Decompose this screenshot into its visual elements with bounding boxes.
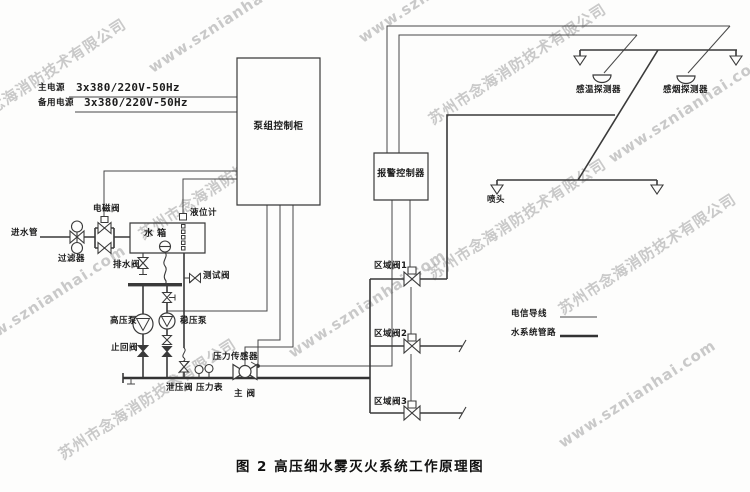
lower-nozzle-branch [497, 180, 657, 185]
main-header-pipe [123, 336, 598, 378]
backup-power-label: 备用电源 [38, 98, 75, 108]
upper-nozzle-branch [580, 50, 737, 56]
sensor-signal [258, 200, 392, 366]
nozzle-feed-riser [447, 115, 615, 279]
water-tank-label: 水 箱 [144, 229, 167, 239]
filter-icon [70, 221, 84, 254]
solenoid-valve-icon [98, 217, 111, 234]
pump-control-cabinet-label: 泵组控制柜 [253, 121, 304, 132]
filter-label: 过滤器 [58, 254, 86, 264]
suction-header [128, 283, 182, 287]
zone-valve-1-icon [404, 267, 420, 286]
cabinet-sensor-line [258, 205, 280, 366]
nozzle-label: 喷头 [487, 195, 506, 205]
level-gauge-signal [183, 179, 237, 213]
zone-valve-2-label: 区域阀2 [374, 329, 408, 339]
drain-tick [127, 378, 135, 384]
check-valve-icons [138, 346, 172, 357]
level-gauge-label: 液位计 [190, 208, 218, 218]
pressure-gauge-label: 压力表 [196, 383, 224, 393]
main-valve-label: 主 阀 [234, 389, 256, 399]
high-pressure-pump-icon [133, 314, 153, 334]
legend-water-label: 水系统管路 [511, 328, 557, 338]
zone-valve-2-icon [404, 334, 466, 353]
main-valve-icon [233, 365, 257, 380]
main-power-value: 3x380/220V-50Hz [76, 81, 180, 94]
water-pipes [40, 50, 737, 413]
test-valve-icon [184, 273, 201, 283]
relief-valve-icon [179, 348, 190, 373]
smoke-detector-label: 感烟探测器 [663, 85, 709, 95]
solenoid-signal [104, 171, 237, 216]
float-switch-icon [160, 241, 171, 283]
stab-pump-label: 稳压泵 [180, 316, 208, 326]
zone-valve-1-label: 区域阀1 [374, 261, 408, 271]
legend-signal-label: 电信导线 [511, 309, 548, 319]
pump-control-cabinet-box [237, 58, 320, 205]
hp-pump-label: 高压泵 [110, 316, 138, 326]
signal-lines [69, 26, 730, 401]
inlet-pipe-label: 进水管 [11, 228, 39, 238]
check-valve-label: 止回阀 [111, 343, 139, 353]
water-tank-box [130, 223, 205, 253]
smoke-loop-line [387, 26, 730, 153]
temp-loop-line [399, 35, 637, 153]
pressure-gauge-icons [195, 365, 213, 379]
temp-detector-label: 感温探测器 [576, 85, 622, 95]
alarm-controller-box [374, 153, 428, 200]
stabilizing-pump-icon [159, 293, 175, 345]
nozzle-diagonal-riser [578, 50, 658, 180]
temp-loop-drop [604, 35, 637, 73]
drain-valve-icon [138, 253, 148, 275]
level-gauge-icon [180, 214, 187, 251]
pressure-sensor-label: 压力传感器 [213, 352, 259, 362]
bypass-manual-valve-icon [98, 243, 111, 254]
nozzle-icons [491, 56, 742, 194]
relief-valve-label: 泄压阀 [166, 383, 194, 393]
cabinet-mainvalve-line [245, 205, 293, 365]
cabinet-pump-line [167, 205, 267, 311]
smoke-detector-icon [677, 76, 695, 84]
figure-caption: 图 2 高压细水雾灭火系统工作原理图 [235, 459, 485, 475]
solenoid-label: 电磁阀 [93, 204, 121, 214]
drain-valve-label: 排水阀 [113, 260, 141, 270]
test-valve-label: 测试阀 [203, 271, 231, 281]
main-power-label: 主电源 [38, 83, 66, 93]
backup-power-value: 3x380/220V-50Hz [84, 96, 188, 109]
zone-valve-3-icon [404, 401, 466, 420]
zone-valve-3-label: 区域阀3 [374, 397, 408, 407]
alarm-controller-label: 报警控制器 [377, 169, 425, 179]
temp-detector-icon [593, 75, 611, 83]
